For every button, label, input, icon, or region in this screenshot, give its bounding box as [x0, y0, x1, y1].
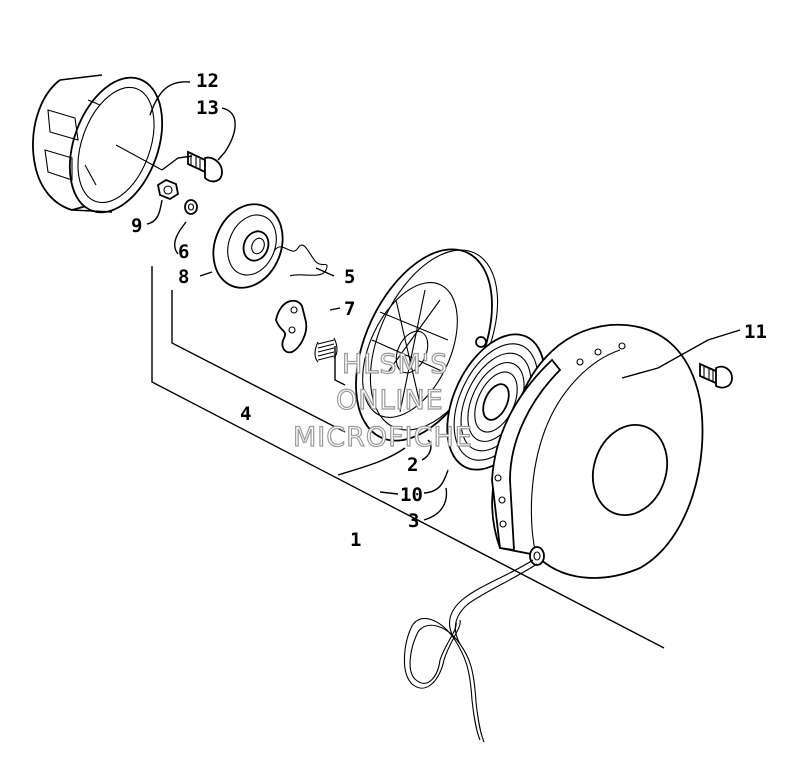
- callout-7: 7: [344, 298, 355, 320]
- pawl-spring-7-part: [314, 337, 338, 363]
- callout-4: 4: [240, 403, 251, 425]
- callout-9: 9: [131, 215, 142, 237]
- screw-11-part: [699, 362, 733, 389]
- spring-clip-5-part: [274, 244, 328, 277]
- starter-rope-part: [403, 559, 538, 743]
- callout-labels: 12 13 9 6 8 5 7 11 4 2 10 3 1: [131, 70, 767, 551]
- nut-9-part: [156, 178, 180, 201]
- callout-10: 10: [400, 484, 423, 506]
- callout-11: 11: [744, 321, 767, 343]
- callout-2: 2: [407, 454, 418, 476]
- watermark-line-3: MICROFICHE: [293, 422, 473, 453]
- watermark: HLSM'S ONLINE MICROFICHE: [292, 348, 473, 453]
- callout-13: 13: [196, 97, 219, 119]
- starter-housing-1-part: [491, 323, 704, 579]
- bolt-13-part: [187, 150, 223, 183]
- watermark-line-1: HLSM'S: [342, 349, 448, 380]
- watermark-line-2: ONLINE: [336, 385, 444, 416]
- starter-cup-part: [32, 74, 164, 214]
- callout-8: 8: [178, 266, 189, 288]
- pawl-part: [275, 299, 308, 354]
- callout-6: 6: [178, 241, 189, 263]
- callout-5: 5: [344, 266, 355, 288]
- leader-lines: [146, 81, 741, 521]
- washer-6-part: [184, 199, 198, 215]
- friction-plate-8-part: [212, 203, 284, 289]
- callout-12: 12: [196, 70, 219, 92]
- callout-3: 3: [408, 510, 419, 532]
- callout-1: 1: [350, 529, 361, 551]
